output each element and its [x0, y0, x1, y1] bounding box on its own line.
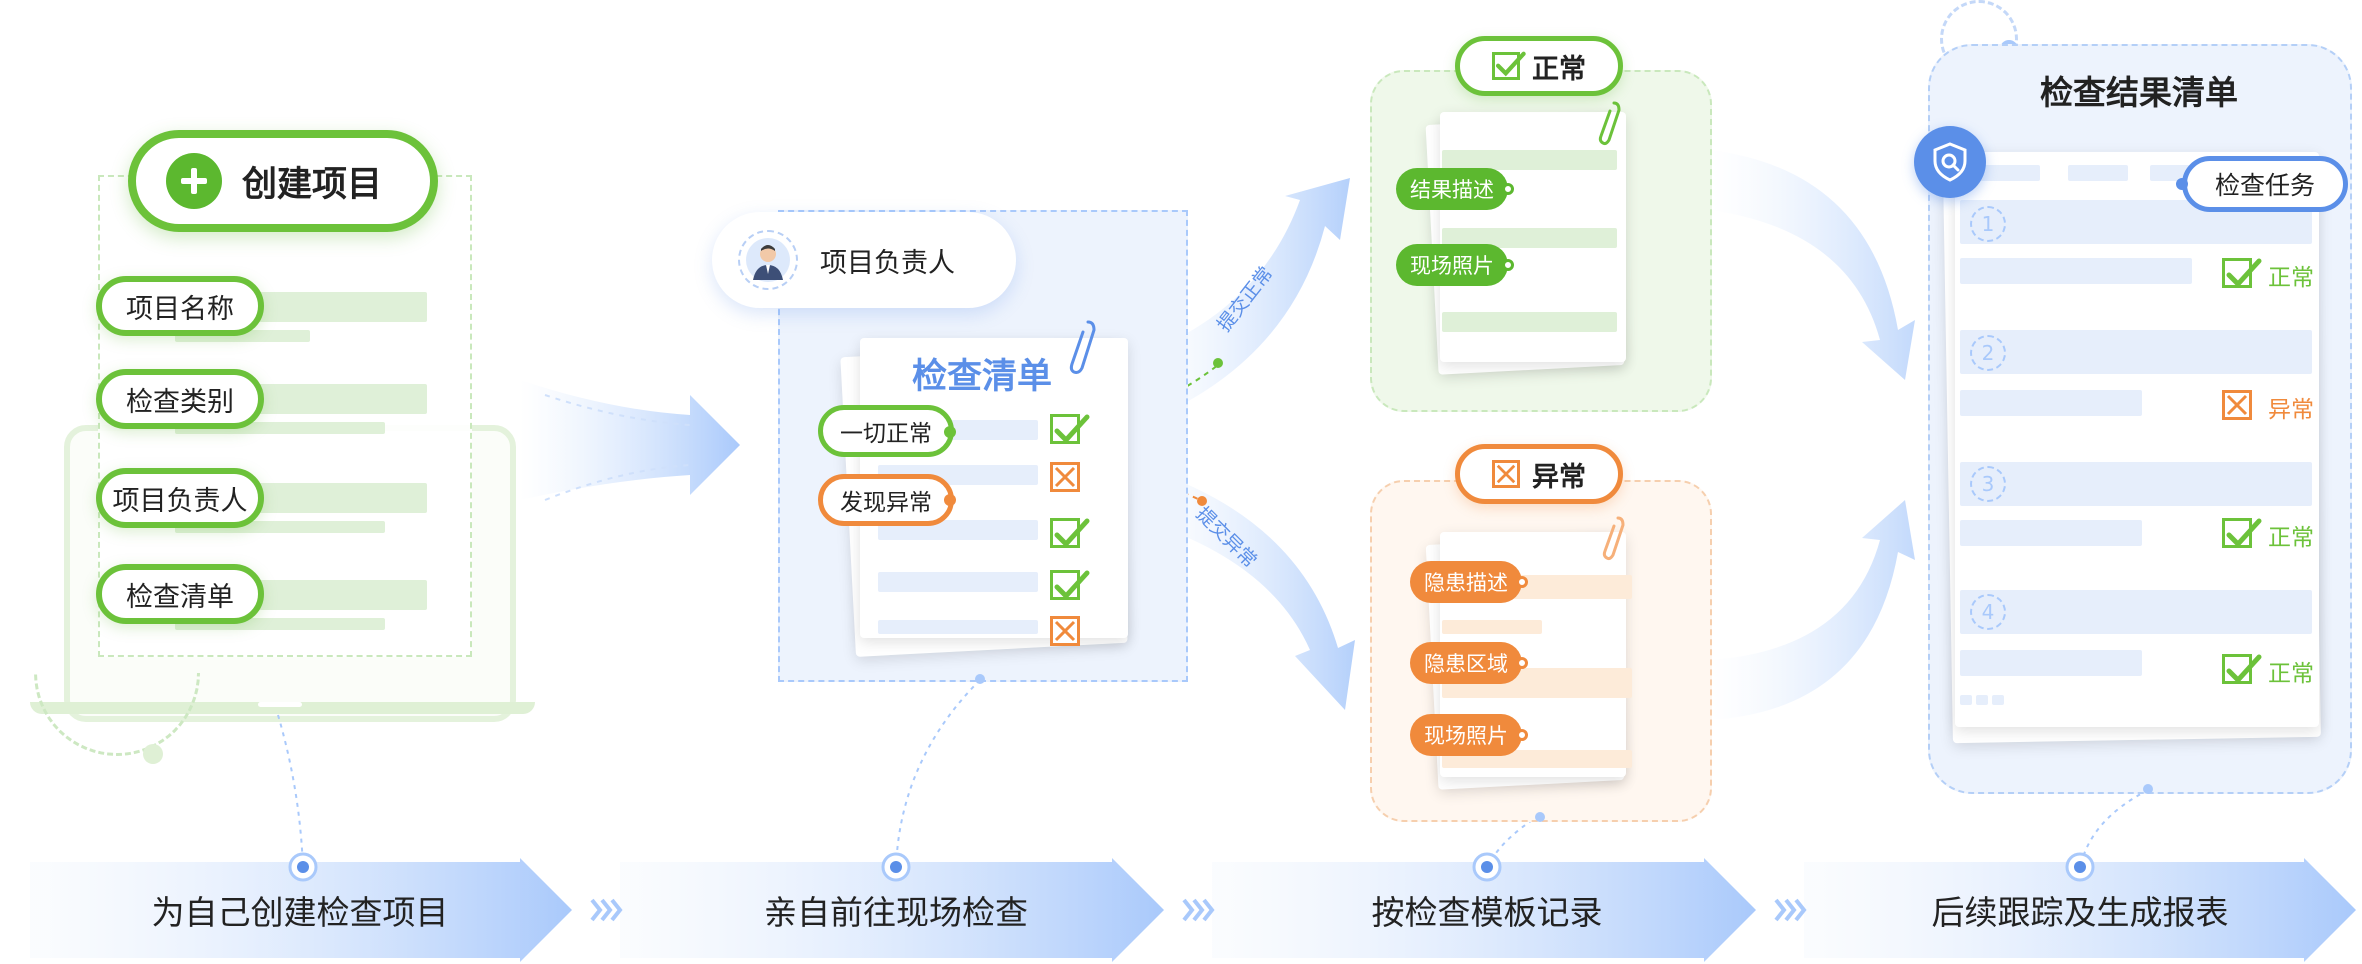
cross-icon: [2222, 390, 2252, 420]
create-project-label: 创建项目: [242, 164, 383, 205]
hazard-description-tag[interactable]: 隐患描述: [1410, 561, 1522, 603]
hazard-area-tag[interactable]: 隐患区域: [1410, 642, 1522, 684]
row-number: 4: [1970, 594, 2006, 630]
row-status: 正常: [2268, 265, 2314, 291]
decor-dot: [143, 744, 163, 764]
create-project-header[interactable]: 创建项目: [128, 130, 438, 232]
paperclip-icon: [1069, 320, 1096, 374]
field-project-name[interactable]: 项目名称: [96, 276, 264, 336]
normal-header-label: 正常: [1532, 53, 1586, 85]
person-label: 项目负责人: [820, 247, 955, 279]
field-check-category[interactable]: 检查类别: [96, 369, 264, 429]
check-icon: [2222, 518, 2262, 548]
step-label-report: 后续跟踪及生成报表: [1931, 893, 2229, 932]
checklist-title: 检查清单: [912, 357, 1053, 397]
result-list-title: 检查结果清单: [2040, 73, 2238, 112]
bottom-arrows: [30, 852, 2356, 962]
step-label-create: 为自己创建检查项目: [151, 893, 449, 932]
shield-search-icon: [1914, 126, 1986, 198]
step-label-onsite: 亲自前往现场检查: [764, 893, 1028, 932]
field-checklist[interactable]: 检查清单: [96, 564, 264, 624]
cross-icon: [1492, 460, 1520, 488]
laptop-notch: [258, 702, 302, 707]
cross-icon: [1050, 462, 1080, 492]
row-status: 正常: [2268, 661, 2314, 687]
found-abnormal-pill[interactable]: 发现异常: [818, 474, 954, 526]
paperclip-icon: [1602, 516, 1625, 561]
result-description-tag[interactable]: 结果描述: [1396, 168, 1508, 210]
person-avatar-icon: [738, 230, 798, 290]
project-owner-pill[interactable]: 项目负责人: [712, 212, 1016, 308]
check-icon: [1050, 518, 1090, 548]
cross-icon: [1050, 616, 1080, 646]
normal-header-pill[interactable]: 正常: [1455, 36, 1623, 96]
row-number: 2: [1970, 335, 2006, 371]
field-project-owner[interactable]: 项目负责人: [96, 468, 264, 528]
abnormal-header-pill[interactable]: 异常: [1455, 444, 1623, 504]
check-icon: [1050, 414, 1090, 444]
site-photo-tag-normal[interactable]: 现场照片: [1396, 244, 1508, 286]
row-number: 1: [1970, 206, 2006, 242]
all-normal-pill[interactable]: 一切正常: [818, 405, 954, 457]
check-icon: [1050, 570, 1090, 600]
row-status: 异常: [2268, 397, 2314, 423]
site-photo-tag-abnormal[interactable]: 现场照片: [1410, 714, 1522, 756]
check-icon: [2222, 258, 2262, 288]
row-status: 正常: [2268, 525, 2314, 551]
step-label-record: 按检查模板记录: [1371, 893, 1603, 932]
paperclip-icon: [1598, 101, 1621, 146]
abnormal-header-label: 异常: [1532, 461, 1586, 493]
check-icon: [1492, 51, 1526, 80]
check-task-pill[interactable]: 检查任务: [2182, 156, 2348, 212]
check-icon: [2222, 654, 2262, 684]
plus-icon: [166, 153, 222, 209]
row-number: 3: [1970, 466, 2006, 502]
